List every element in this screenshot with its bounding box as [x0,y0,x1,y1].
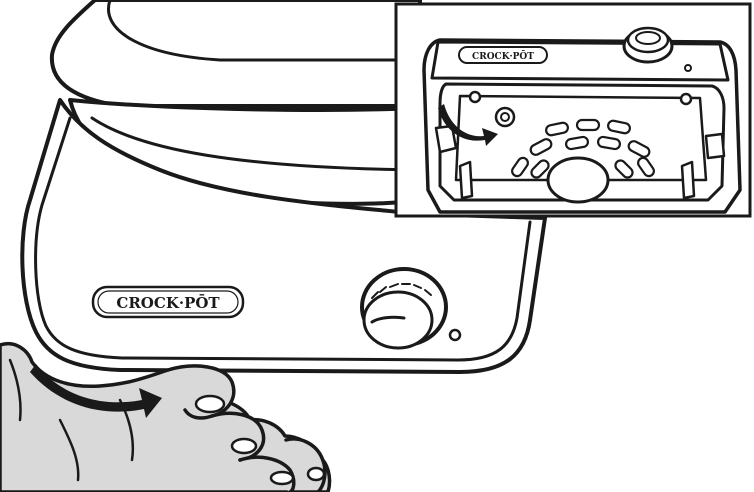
nail-index [194,394,226,414]
inset-leg-left [458,160,474,200]
inset-brand-text: CROCK·PŌT [472,50,534,62]
inset-vent-slots [511,118,655,179]
nail-pinky [306,466,326,482]
inset-cavity-inner [454,94,708,182]
nail-ring [269,470,295,486]
inset-rotation-arrow [438,104,498,146]
knob-indicator [370,315,406,324]
hand-crease-3 [8,358,22,422]
main-brand-badge: CROCK·PŌT [91,285,245,319]
inset-leg-right [680,160,696,200]
control-knob [360,267,448,350]
cooker-lid [49,0,422,108]
hand-crease-1 [58,418,80,482]
nail-middle [230,437,258,455]
lid-inner-ring [107,0,422,62]
main-rotation-arrow [30,364,162,418]
inset-knob [622,26,674,64]
base-inner-border [34,116,532,362]
inset-foot-right [704,132,726,160]
inset-foot-left [434,124,458,154]
indicator-light [448,328,462,342]
hand [0,342,332,492]
main-slow-cooker: CROCK·PŌT [20,0,547,374]
inset-center-foot [546,156,610,204]
crock-rim-line [90,116,422,172]
inset-cooker-underside: CROCK·PŌT [422,26,742,214]
inset-indicator-light [684,64,692,72]
inset-screw-right [679,92,693,106]
inset-screw-left [468,90,482,104]
main-brand-text: CROCK·PŌT [116,293,220,312]
